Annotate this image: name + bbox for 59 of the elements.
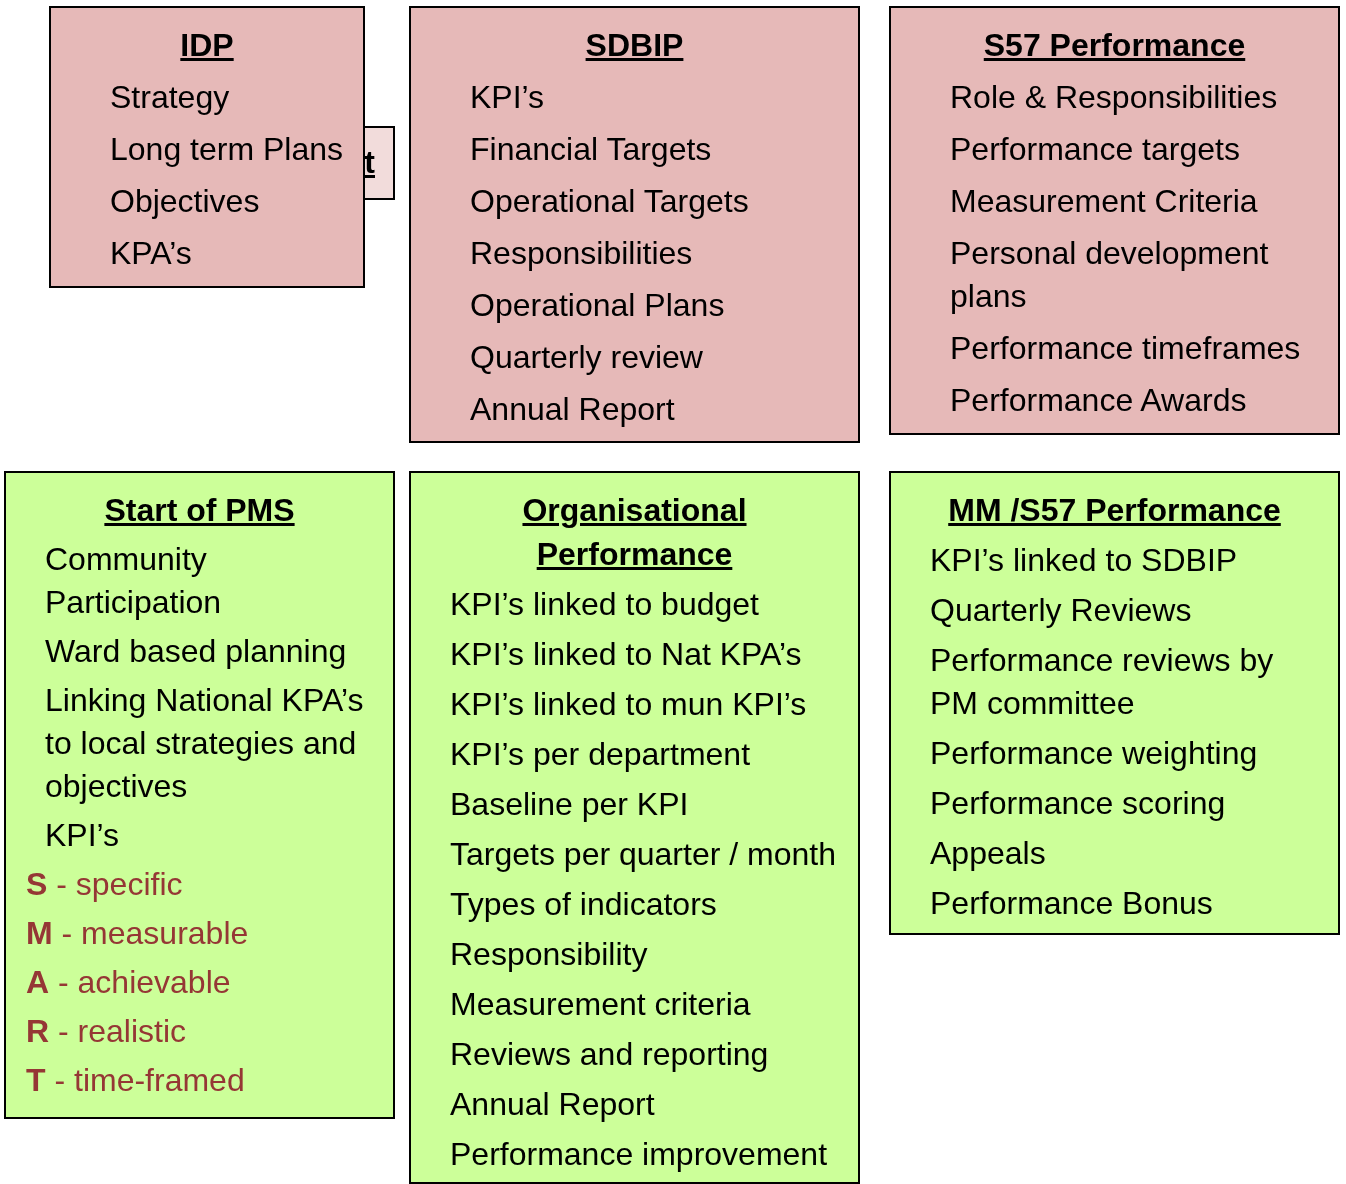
list-item: KPI’s linked to mun KPI’s [449,685,808,724]
list-item: Performance Awards [949,381,1248,420]
list-item: Ward based planning [44,632,348,671]
list-item: Responsibility [449,935,649,974]
list-box [4,471,395,1119]
partly-hidden-box [365,126,395,200]
list-item: KPI’s linked to SDBIP [929,541,1239,580]
box-heading: IDP [180,26,234,65]
list-item: Types of indicators [449,885,718,924]
list-item: KPA’s [109,234,193,273]
list-item: Targets per quarter / month [449,835,837,874]
list-item: Linking National KPA’s to local strategies and objectives [44,681,365,806]
list-item: KPI’s linked to budget [449,585,760,624]
list-item: Annual Report [469,390,676,429]
box-heading: t [364,144,375,180]
list-box [409,6,860,443]
criterion-text: T - time-framed [25,1061,246,1100]
list-item: Long term Plans [109,130,344,169]
list-item: Performance weighting [929,734,1259,773]
list-item: Operational Plans [469,286,726,325]
list-item: Measurement criteria [449,985,752,1024]
list-item: Operational Targets [469,182,750,221]
list-item: Performance improvement [449,1135,829,1174]
box-heading: SDBIP [585,26,684,65]
list-item: Performance scoring [929,784,1227,823]
criterion-text: R - realistic [25,1012,187,1051]
criterion-text: M - measurable [25,914,250,953]
list-item: KPI’s [44,816,121,855]
box-heading: Start of PMS [104,491,295,530]
list-item: Performance reviews by PM committee [929,641,1275,723]
list-box [889,6,1340,435]
list-item: KPI’s linked to Nat KPA’s [449,635,803,674]
list-item: Baseline per KPI [449,785,690,824]
box-heading: Organisational Performance [521,491,748,574]
criterion-text: S - specific [25,865,184,904]
list-item: Measurement Criteria [949,182,1259,221]
box-heading: S57 Performance [983,26,1246,65]
list-item: Responsibilities [469,234,694,273]
list-item: Quarterly review [469,338,704,377]
list-item: Quarterly Reviews [929,591,1193,630]
list-item: Strategy [109,78,231,117]
list-box [49,6,365,288]
list-box [889,471,1340,935]
list-box [409,471,860,1184]
list-item: Community Participation [44,540,223,622]
criterion-text: A - achievable [25,963,232,1002]
box-heading: MM /S57 Performance [948,491,1281,530]
list-item: Objectives [109,182,261,221]
list-item: Performance targets [949,130,1241,169]
list-item: KPI’s [469,78,546,117]
list-item: Performance Bonus [929,884,1214,923]
list-item: KPI’s per department [449,735,751,774]
list-item: Financial Targets [469,130,713,169]
list-item: Appeals [929,834,1047,873]
list-item: Role & Responsibilities [949,78,1279,117]
list-item: Personal development plans [949,234,1270,316]
list-item: Reviews and reporting [449,1035,770,1074]
list-item: Performance timeframes [949,329,1302,368]
list-item: Annual Report [449,1085,656,1124]
